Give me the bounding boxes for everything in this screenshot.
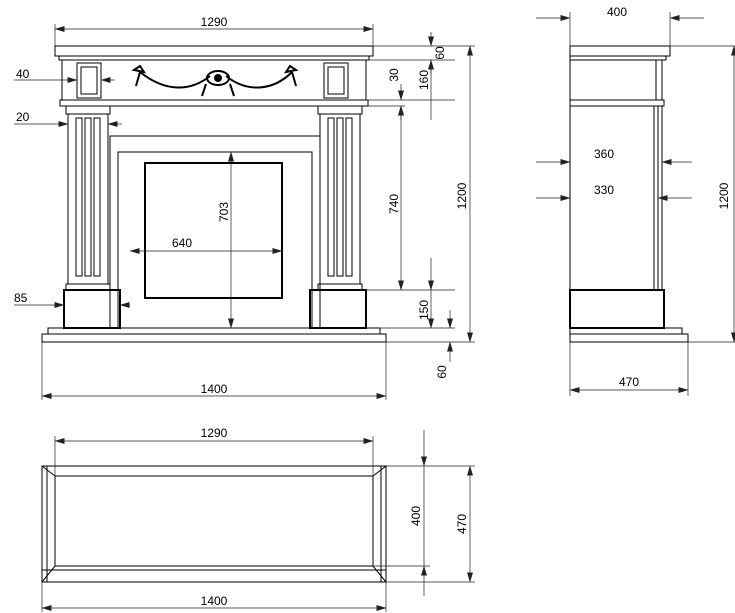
plan-view: 1290 1400 400 470 (41, 426, 475, 612)
front-base (41, 333, 387, 343)
front-plinth-left (63, 289, 121, 329)
front-top-shelf (54, 45, 374, 57)
dim-pilaster-base: 85 (14, 291, 28, 305)
dim-side-height: 1200 (717, 182, 731, 209)
dim-cornice: 30 (387, 68, 401, 82)
dim-side-depth-mid: 330 (594, 183, 614, 197)
firebox-insert (144, 162, 283, 299)
dim-block-inset: 40 (16, 67, 30, 81)
front-plinth-right (309, 289, 367, 329)
dim-plinth: 150 (417, 300, 431, 320)
dim-insert-height: 703 (217, 202, 231, 222)
dim-plan-width-inner: 1290 (201, 426, 228, 440)
dim-pilaster-cap: 20 (16, 110, 30, 124)
dim-plan-depth-outer: 470 (455, 514, 469, 534)
front-cornice (59, 99, 369, 107)
dim-plan-width-outer: 1400 (201, 594, 228, 608)
front-opening-frame (109, 135, 321, 329)
side-base (569, 333, 689, 343)
dim-side-depth-upper: 360 (594, 147, 614, 161)
dim-front-width-top: 1290 (201, 15, 228, 29)
dim-opening-height: 740 (387, 194, 401, 214)
plan-outline (41, 465, 387, 583)
side-body (569, 105, 663, 291)
dim-side-depth-bottom: 470 (619, 375, 639, 389)
front-pilaster-left (67, 113, 109, 285)
front-view: 1290 1400 40 20 85 703 640 6 (14, 15, 475, 400)
front-corner-block-right (323, 62, 349, 99)
dim-insert-width: 640 (172, 236, 192, 250)
dim-front-height: 1200 (455, 182, 469, 209)
dim-plan-depth-inner: 400 (409, 506, 423, 526)
side-top-shelf (569, 45, 671, 57)
dim-base: 60 (435, 365, 449, 379)
dim-side-depth-top: 400 (607, 5, 627, 19)
dim-top-shelf: 60 (433, 46, 447, 60)
garland-ornament (131, 64, 299, 97)
dim-front-width-bottom: 1400 (201, 382, 228, 396)
side-plinth (569, 289, 665, 329)
side-view: 400 360 330 1200 470 (536, 5, 735, 396)
front-pilaster-right (319, 113, 361, 285)
dim-frieze: 160 (417, 70, 431, 90)
